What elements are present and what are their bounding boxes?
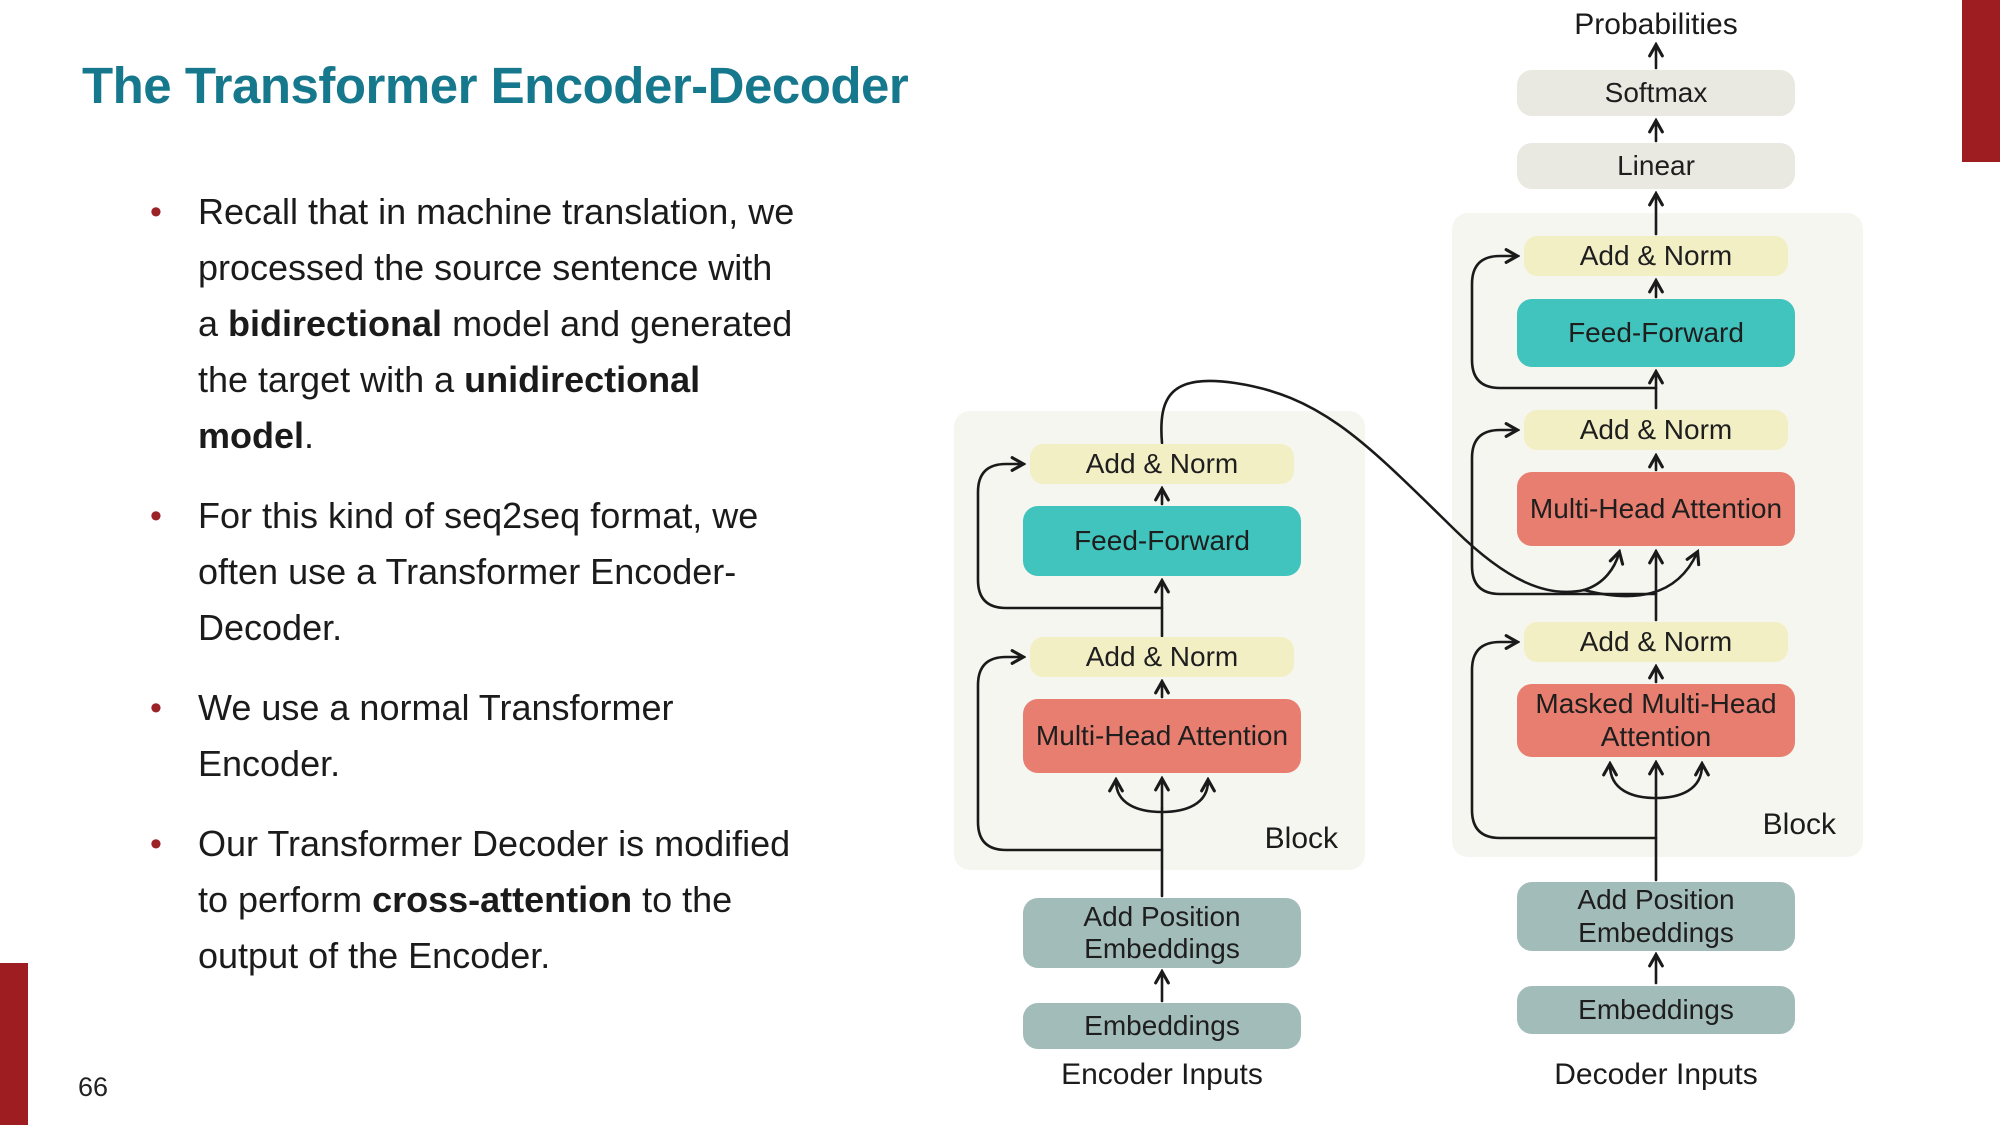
decoder-linear-box: Linear <box>1517 143 1795 189</box>
bullet-item-3: • We use a normal Transformer Encoder. <box>150 680 870 792</box>
probabilities-label: Probabilities <box>1574 8 1738 41</box>
encoder-add-norm-box: Add & Norm <box>1030 637 1294 677</box>
encoder-multi-head-attention-box: Multi-Head Attention <box>1023 699 1301 773</box>
decoder-softmax-box: Softmax <box>1517 70 1795 116</box>
decoder-inputs-label: Decoder Inputs <box>1554 1058 1758 1091</box>
bullet-item-1: • Recall that in machine translation, we… <box>150 184 870 464</box>
decoder-embeddings-box: Embeddings <box>1517 986 1795 1034</box>
bullet-marker: • <box>150 689 162 727</box>
encoder-block-label: Block <box>1264 822 1338 855</box>
bullet-marker: • <box>150 193 162 231</box>
decoder-masked-multi-head-attention-box: Masked Multi-Head Attention <box>1517 684 1795 757</box>
encoder-feed-forward-box: Feed-Forward <box>1023 506 1301 576</box>
bullet-text-3: We use a normal Transformer Encoder. <box>198 687 674 784</box>
page-title: The Transformer Encoder-Decoder <box>82 57 909 114</box>
decoder-multi-head-attention-box: Multi-Head Attention <box>1517 472 1795 546</box>
bullet-text-2: For this kind of seq2seq format, we ofte… <box>198 495 759 648</box>
accent-bar-top-right <box>1962 0 2000 162</box>
bullet-text-4: Our Transformer Decoder is modified to p… <box>198 823 791 976</box>
encoder-add-position-embeddings-box: Add Position Embeddings <box>1023 898 1301 968</box>
bullet-marker: • <box>150 497 162 535</box>
decoder-block-label: Block <box>1762 808 1836 841</box>
decoder-add-norm-top-box: Add & Norm <box>1524 236 1788 276</box>
encoder-inputs-label: Encoder Inputs <box>1061 1058 1263 1091</box>
encoder-embeddings-box: Embeddings <box>1023 1003 1301 1049</box>
bullet-item-4: • Our Transformer Decoder is modified to… <box>150 816 870 984</box>
bullet-item-2: • For this kind of seq2seq format, we of… <box>150 488 870 656</box>
accent-bar-bottom-left <box>0 963 28 1125</box>
decoder-add-position-embeddings-box: Add Position Embeddings <box>1517 882 1795 951</box>
decoder-feed-forward-box: Feed-Forward <box>1517 299 1795 367</box>
bullet-text-1: Recall that in machine translation, we p… <box>198 191 795 456</box>
bullet-marker: • <box>150 825 162 863</box>
encoder-add-norm-top-box: Add & Norm <box>1030 444 1294 484</box>
decoder-add-norm-mid-box: Add & Norm <box>1524 410 1788 450</box>
decoder-add-norm-box: Add & Norm <box>1524 622 1788 662</box>
page-number: 66 <box>78 1072 109 1102</box>
bullet-list: • Recall that in machine translation, we… <box>150 184 870 1008</box>
